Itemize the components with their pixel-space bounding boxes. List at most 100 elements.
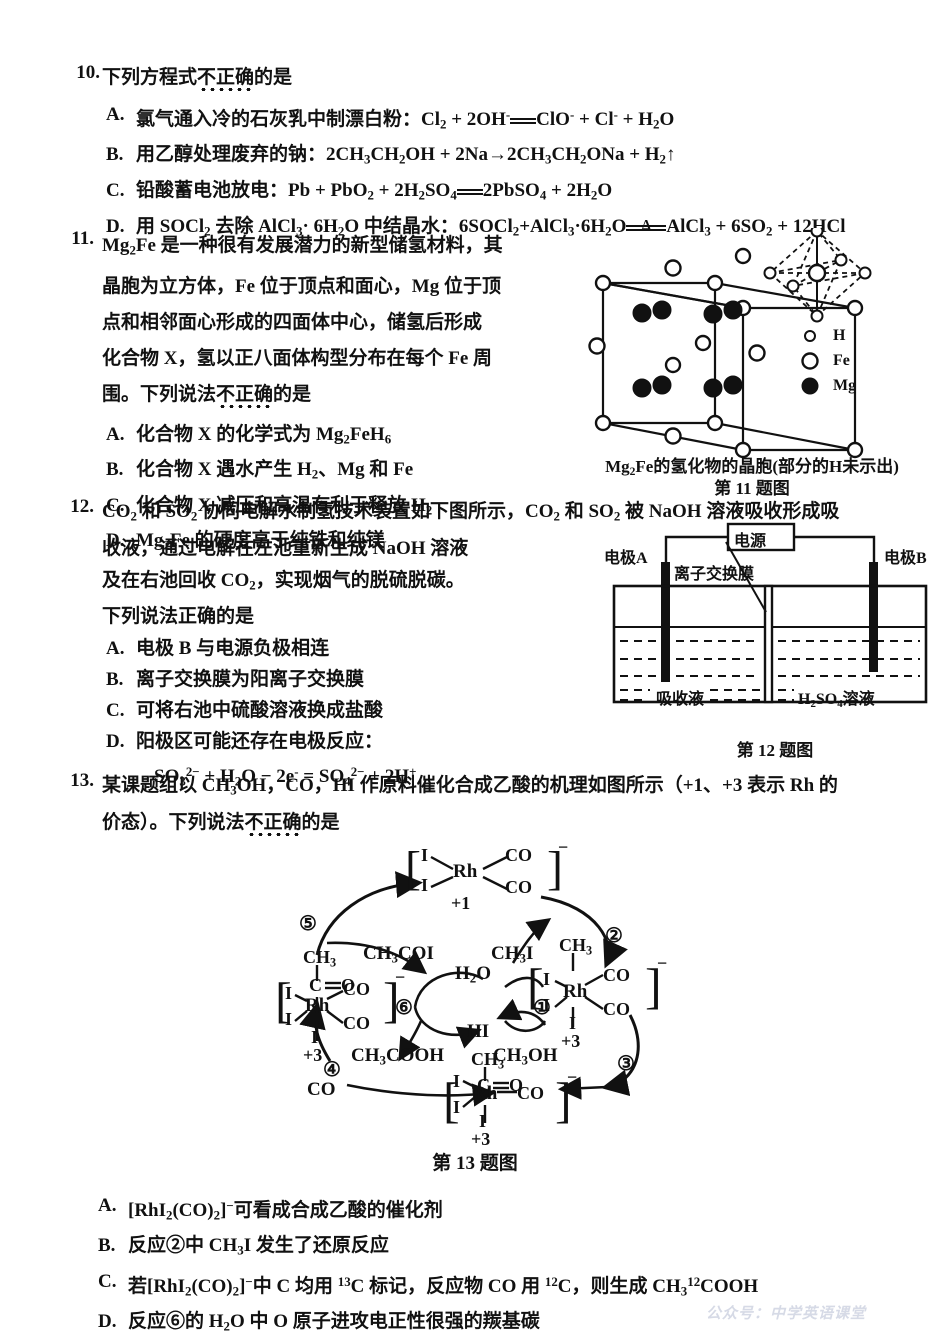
question-12-option-d: D. 阳极区可能还存在电极反应： xyxy=(106,726,948,757)
option-label: B. xyxy=(106,459,124,481)
question-12-option-d-equation: SO32− + H2O − 2e- = SO42− + 2H+ xyxy=(154,764,417,789)
step-4-label: ④ xyxy=(323,1059,341,1081)
delta-condition: Δ xyxy=(642,217,651,233)
right-complex-ligand-i3: I xyxy=(569,1013,577,1033)
top-complex-bracket-right: ] xyxy=(547,842,563,895)
right-complex-ligand-i2: I xyxy=(543,995,551,1015)
stem-line-4: 化合物 X，氢以正八面体构型分布在每个 Fe 周 xyxy=(102,347,493,369)
right-complex-ligand-i1: I xyxy=(543,969,551,989)
option-label: B. xyxy=(106,144,124,166)
question-12-stem: CO2 和 SO2 协同电解水制氢技术装置如下图所示，CO2 和 SO2 被 N… xyxy=(102,496,948,633)
option-text: 化合物 X 减压和高温有利于释放 H2 xyxy=(136,494,433,518)
option-text: 若[RhI2(CO)2]−中 C 均用 13C 标记，反应物 CO 用 12C，… xyxy=(128,1274,759,1299)
question-12-option-a: A. 电极 B 与电源负极相连 xyxy=(106,633,948,664)
option-d-prefix: 用 SOCl2 去除 AlCl3· 6H2O 中结晶水： xyxy=(136,215,459,239)
legend-label-mg: Mg xyxy=(833,377,857,394)
option-label: D. xyxy=(98,1311,117,1333)
option-text: 离子交换膜为阳离子交换膜 xyxy=(136,669,365,691)
option-text: 反应②中 CH3I 发生了还原反应 xyxy=(128,1235,389,1259)
double-bar-equals-icon xyxy=(456,182,483,201)
legend-mg-icon xyxy=(801,377,819,395)
reagent-ch3i: CH3I xyxy=(491,943,534,966)
option-text: 化合物 X 的化学式为 Mg2FeH6 xyxy=(136,423,392,447)
bottom-complex-ligand-i2: I xyxy=(453,1097,461,1117)
h-atoms xyxy=(763,228,872,323)
top-complex-charge: − xyxy=(558,837,569,857)
option-label: A. xyxy=(98,1195,117,1216)
top-complex-ligand-i1: I xyxy=(421,845,429,865)
right-complex-ch3: CH3 xyxy=(559,935,593,958)
bottom-complex-acyl-c: C xyxy=(477,1075,490,1095)
left-complex-ligand-i2: I xyxy=(285,1009,293,1029)
question-11-stem: Mg2Fe 是一种很有发展潜力的新型储氢材料，其 晶胞为立方体，Fe 位于顶点和… xyxy=(102,228,558,413)
bottom-complex-bracket-right: ] xyxy=(555,1072,572,1128)
watermark: 公众号：中学英语课堂 xyxy=(706,1306,867,1322)
stem-line-1: CO2 和 SO2 协同电解水制氢技术装置如下图所示，CO2 和 SO2 被 N… xyxy=(102,501,840,524)
reagent-co: CO xyxy=(307,1079,336,1100)
electrode-b-label: 电极B xyxy=(884,550,927,567)
inner-loop-feeds xyxy=(398,998,547,1062)
question-10-stem: 下列方程式不正确的是 xyxy=(102,62,938,93)
left-complex-ligand-i3: I xyxy=(311,1027,319,1047)
bottom-complex-acyl-o: O xyxy=(509,1075,524,1095)
top-complex-ligand-i2: I xyxy=(421,875,429,895)
reagent-ch3cooh: CH3COOH xyxy=(351,1045,445,1068)
stem-line-2: 晶胞为立方体，Fe 位于顶点和面心，Mg 位于顶 xyxy=(102,275,501,297)
option-label: B. xyxy=(106,669,124,691)
option-label: B. xyxy=(98,1235,116,1257)
left-complex-bracket-left: [ xyxy=(275,972,292,1028)
stem-line-2: 价态）。下列说法不正确的是 xyxy=(102,811,340,833)
question-12-figure-caption: 第 12 题图 xyxy=(736,741,814,760)
mg-atoms xyxy=(632,300,743,398)
question-13-number: 13. xyxy=(70,770,94,791)
ion-exchange-membrane-label: 离子交换膜 xyxy=(674,566,755,583)
question-12-figure: 电源 电极A 电极B 离子交换膜 吸收液 H2SO4溶液 xyxy=(598,520,950,735)
bottom-complex-bonds xyxy=(462,1067,517,1123)
option-label: D. xyxy=(106,530,125,552)
left-complex-acyl-o: O xyxy=(341,975,356,995)
top-complex-bracket-left: [ xyxy=(405,842,421,895)
option-c-eq-right: 2PbSO4 + 2H2O xyxy=(482,180,613,203)
option-label: C. xyxy=(106,700,125,722)
left-solution-label: 吸收液 xyxy=(656,691,705,708)
left-complex-ligand-i1: I xyxy=(285,983,293,1003)
step-3-label: ③ xyxy=(617,1053,635,1075)
left-complex-ligand-co1: CO xyxy=(343,979,370,999)
reagent-hi: HI xyxy=(467,1021,490,1042)
option-text: 电极 B 与电源负极相连 xyxy=(136,638,330,660)
catalytic-cycle-diagram xyxy=(294,855,640,1123)
option-text: 用 SOCl2 去除 AlCl3· 6H2O 中结晶水：6SOCl2+AlCl3… xyxy=(136,211,938,247)
option-d-eq-left: 6SOCl2+AlCl3·6H2O xyxy=(458,215,627,239)
bottom-complex-charge: − xyxy=(567,1067,578,1087)
question-11-option-a: A. 化合物 X 的化学式为 Mg2FeH6 xyxy=(106,419,558,455)
option-a-eq-left: Cl2 + 2OH- xyxy=(421,107,511,132)
stem-line-3: 及在右池回收 CO2，实现烟气的脱硫脱碳。 xyxy=(102,569,465,593)
question-13-option-a: A. [RhI2(CO)2]−可看成合成乙酸的催化剂 xyxy=(98,1190,948,1230)
option-label: C. xyxy=(98,1271,117,1293)
question-13: 13. 某课题组以 CH3OH，CO，HI 作原料催化合成乙酸的机理如图所示（+… xyxy=(58,770,948,839)
option-b-prefix: 用乙醇处理废弃的钠： xyxy=(136,144,327,166)
option-text: 用乙醇处理废弃的钠：2CH3CH2OH + 2Na→2CH3CH2ONa + H… xyxy=(136,139,938,175)
circuit-wires xyxy=(664,535,876,562)
question-12-option-c: C. 可将右池中硫酸溶液换成盐酸 xyxy=(106,695,948,726)
left-complex-charge: − xyxy=(395,967,406,987)
dotted-emphasis: 不正确 xyxy=(197,67,255,88)
question-10: 10. 下列方程式不正确的是 A. 氯气通入冷的石灰乳中制漂白粉：Cl2 + 2… xyxy=(58,62,938,246)
bottom-complex-bracket-left: [ xyxy=(443,1072,460,1128)
question-11-figure-caption-1: Mg2Fe的氢化物的晶胞(部分的H未示出) xyxy=(605,457,899,479)
top-complex-ligand-co1: CO xyxy=(505,845,532,865)
option-text: 氯气通入冷的石灰乳中制漂白粉：Cl2 + 2OH-ClO- + Cl- + H2… xyxy=(136,99,938,139)
left-complex-ch3: CH3 xyxy=(303,947,337,970)
reagent-ch3oh: CH3OH xyxy=(493,1045,558,1068)
bottom-complex-center-rh: Rh xyxy=(473,1083,498,1104)
question-13-figure: [ I I Rh CO CO ] − +1 ⑤ ② ⑥ ① ④ ③ CH3COI… xyxy=(255,835,695,1165)
question-10-stem-text: 下列方程式不正确的是 xyxy=(102,67,293,88)
legend-fe-icon xyxy=(801,352,819,370)
left-solution-dashes xyxy=(620,640,760,701)
question-11: 11. Mg2Fe 是一种很有发展潜力的新型储氢材料，其 晶胞为立方体，Fe 位… xyxy=(58,228,558,561)
question-10-number: 10. xyxy=(76,62,100,83)
membrane-pointer-line xyxy=(725,541,767,613)
